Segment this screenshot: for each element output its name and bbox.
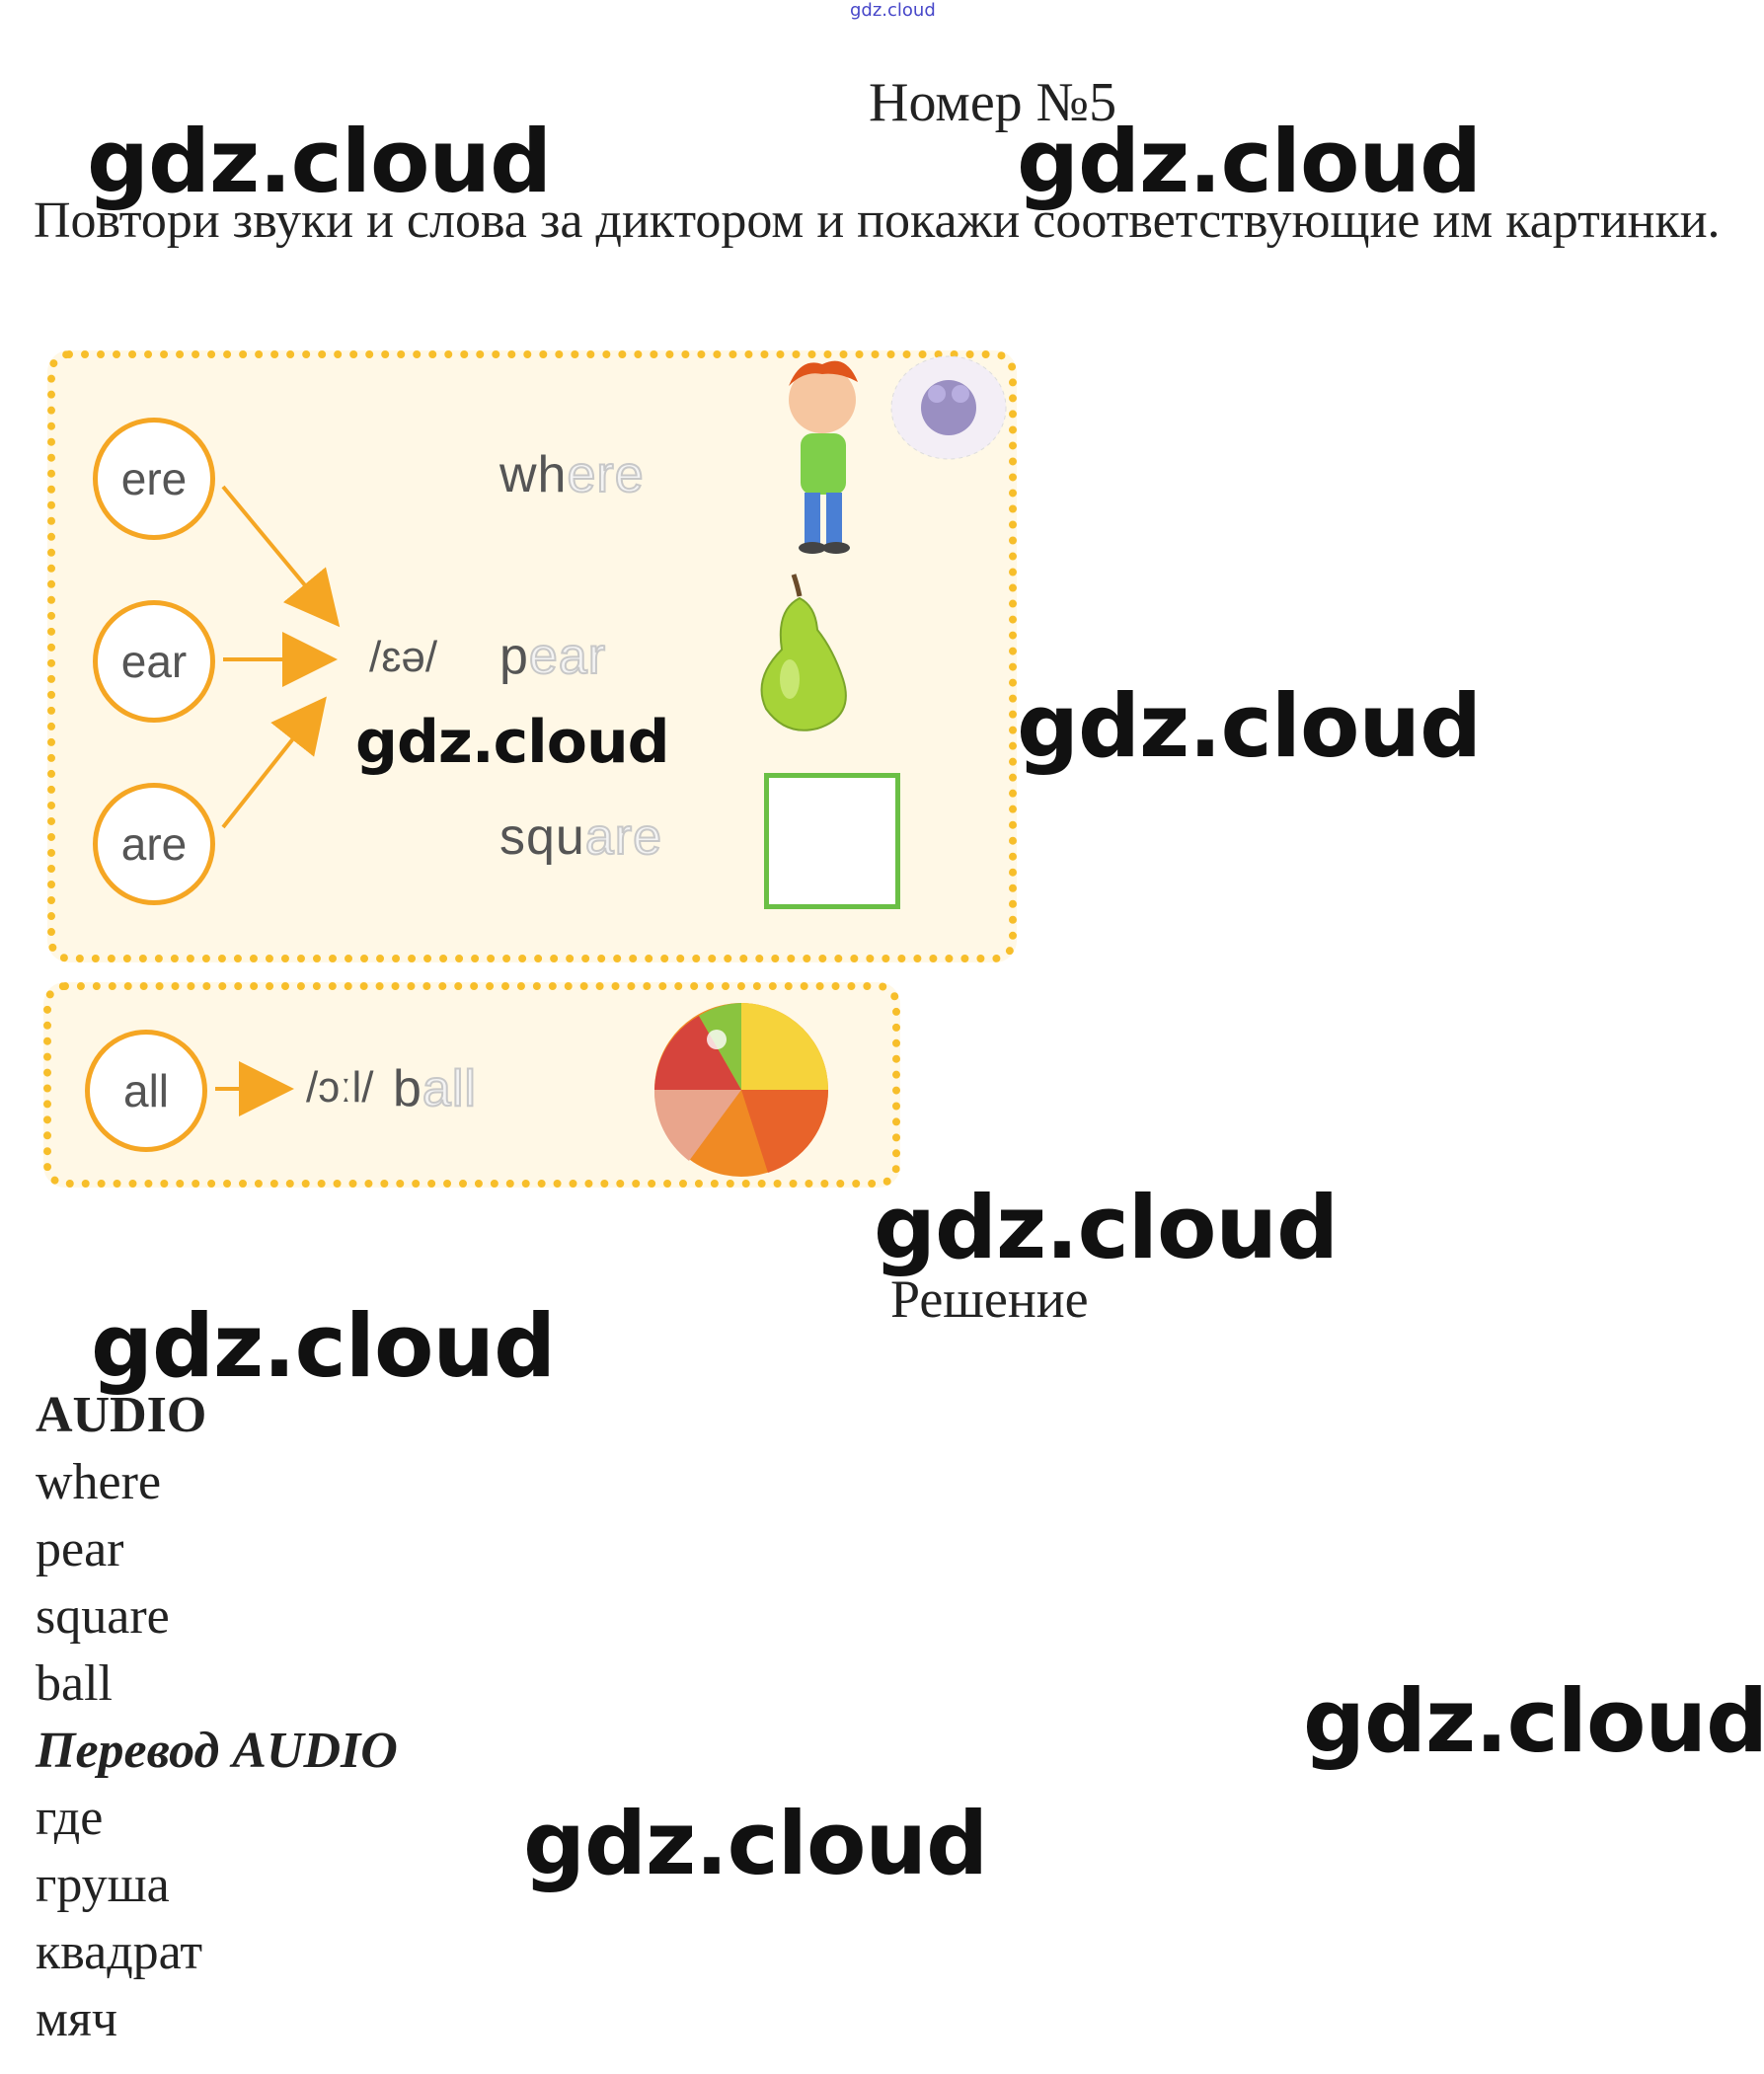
audio-heading: AUDIO	[36, 1387, 207, 1443]
sound-circle: ear	[93, 600, 215, 723]
watermark: gdz.cloud	[523, 1793, 988, 1894]
sound-circle: all	[85, 1030, 207, 1152]
word-where: where	[499, 445, 645, 504]
audio-word: square	[36, 1588, 170, 1645]
watermark: gdz.cloud	[874, 1177, 1339, 1278]
translation-word: где	[36, 1790, 104, 1846]
audio-word: pear	[36, 1521, 124, 1577]
word-square: square	[499, 807, 662, 867]
task-text: Повтори звуки и слова за диктором и пока…	[34, 192, 1721, 249]
translation-word: квадрат	[36, 1924, 203, 1980]
boy-illustration	[789, 355, 1007, 554]
translation-heading: Перевод AUDIO	[36, 1723, 398, 1779]
watermark: gdz.cloud	[1017, 675, 1482, 777]
watermark: gdz.cloud	[1017, 111, 1482, 212]
translation-word: груша	[36, 1857, 170, 1913]
watermark: gdz.cloud	[87, 111, 552, 212]
pear-illustration	[760, 574, 847, 731]
phonetic-symbol: /ɛə/	[369, 633, 438, 681]
watermark: gdz.cloud	[91, 1295, 556, 1397]
audio-word: where	[36, 1454, 162, 1510]
arrow	[215, 1061, 294, 1116]
square-illustration	[764, 773, 900, 909]
sound-circle: ere	[93, 418, 215, 540]
watermark: gdz.cloud	[355, 708, 670, 777]
sound-card-all: all /ɔːl/ ball	[43, 982, 900, 1188]
phonetic-symbol: /ɔːl/	[306, 1063, 374, 1112]
ball-illustration	[653, 1003, 829, 1177]
word-pear: pear	[499, 627, 607, 686]
sound-circle: are	[93, 783, 215, 905]
audio-word: ball	[36, 1655, 113, 1712]
watermark: gdz.cloud	[1303, 1670, 1764, 1772]
top-link[interactable]: gdz.cloud	[850, 0, 936, 21]
sound-card-ea: ere ear are /ɛə/ where pear square	[47, 350, 1017, 962]
word-ball: ball	[393, 1059, 477, 1118]
arrows	[221, 485, 341, 829]
translation-word: мяч	[36, 1991, 117, 2047]
page-title: Номер №5	[869, 72, 1117, 133]
solution-label: Решение	[890, 1269, 1089, 1329]
